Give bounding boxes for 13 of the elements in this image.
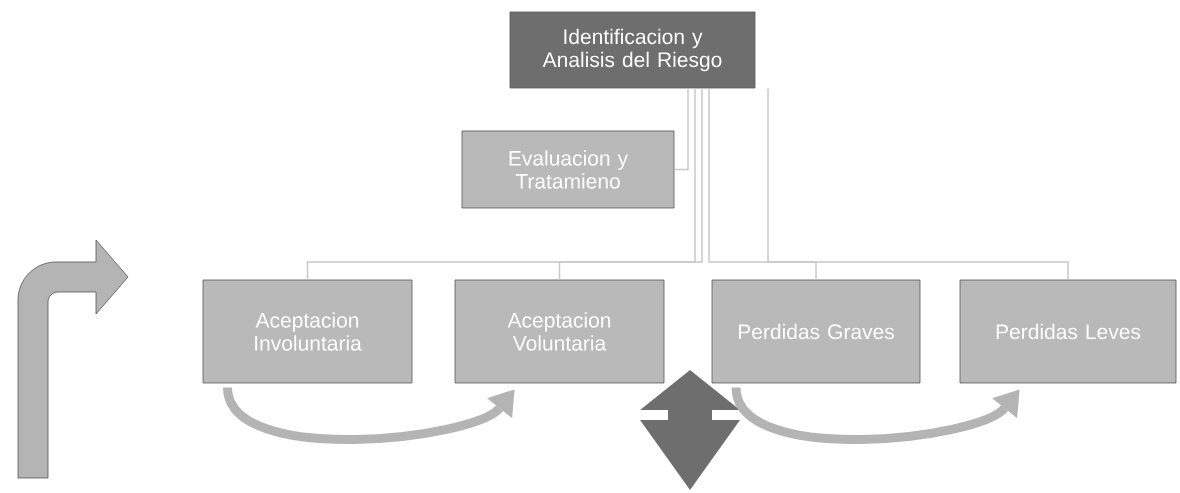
process-box: Aceptacion Involuntaria — [202, 279, 413, 384]
connector-line — [767, 87, 1069, 281]
connector-line — [558, 87, 703, 281]
process-box: Perdidas Leves — [959, 279, 1177, 384]
connector-line — [306, 87, 696, 281]
process-box: Identificacion y Analisis del Riesgo — [509, 11, 756, 89]
curved-arrow — [731, 386, 1020, 444]
curved-arrow — [223, 386, 515, 444]
connector-line — [673, 87, 689, 171]
process-box: Perdidas Graves — [711, 279, 921, 384]
process-box: Aceptacion Voluntaria — [454, 279, 665, 384]
process-box: Evaluacion y Tratamieno — [461, 130, 675, 209]
connector-line — [708, 87, 817, 281]
